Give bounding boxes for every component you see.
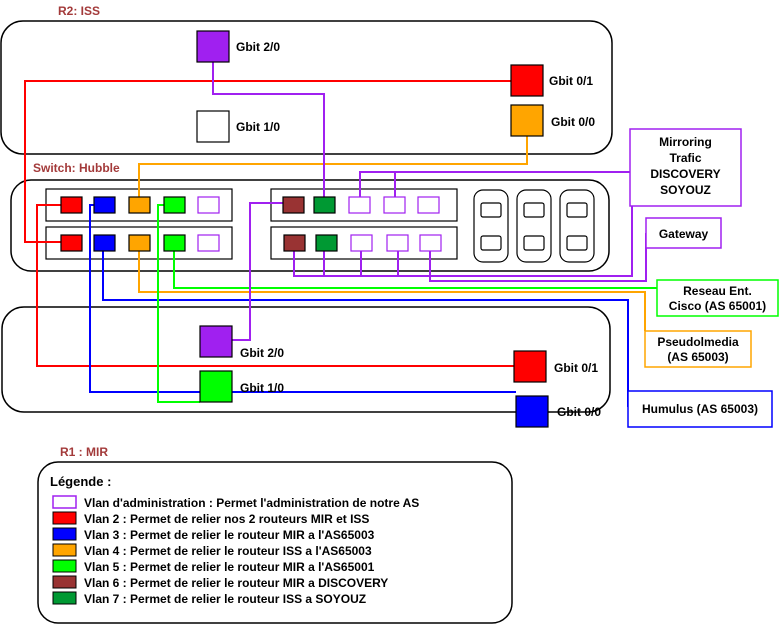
router-r2-iss <box>0 20 613 155</box>
external-mirroring: Mirroring Trafic DISCOVERY SOYOUZ <box>629 128 742 207</box>
external-humulus: Humulus (AS 65003) <box>627 390 773 428</box>
router-r1-mir <box>1 306 611 413</box>
r2-port-gbit10-label: Gbit 1/0 <box>236 120 280 134</box>
r2-port-gbit20 <box>196 30 230 63</box>
r2-port-gbit00 <box>510 104 544 137</box>
r1-port-gbit00 <box>515 395 549 428</box>
r2-port-gbit01-label: Gbit 0/1 <box>549 74 593 88</box>
switch-title: Switch: Hubble <box>33 161 120 175</box>
legend-swatch-vlan5 <box>52 559 77 573</box>
r1-port-gbit10-label: Gbit 1/0 <box>240 381 284 395</box>
r1-port-gbit00-label: Gbit 0/0 <box>557 405 601 419</box>
r2-port-gbit20-label: Gbit 2/0 <box>236 40 280 54</box>
legend-swatch-admin <box>52 495 77 509</box>
cisco-line-2: Cisco (AS 65001) <box>669 299 766 313</box>
r2-port-gbit01 <box>510 64 544 97</box>
pseudolmedia-line-2: (AS 65003) <box>667 350 728 364</box>
legend-swatch-vlan2 <box>52 511 77 525</box>
external-cisco: Reseau Ent. Cisco (AS 65001) <box>656 279 779 317</box>
legend-item-vlan2: Vlan 2 : Permet de relier nos 2 routeurs… <box>84 512 369 526</box>
mirroring-line-3: DISCOVERY <box>650 167 720 181</box>
legend: Légende : Vlan d'administration : Permet… <box>37 461 513 624</box>
legend-item-vlan4: Vlan 4 : Permet de relier le routeur ISS… <box>84 544 372 558</box>
r1-port-gbit20-label: Gbit 2/0 <box>240 346 284 360</box>
legend-item-vlan5: Vlan 5 : Permet de relier le routeur MIR… <box>84 560 375 574</box>
humulus-label: Humulus (AS 65003) <box>642 402 758 416</box>
gateway-label: Gateway <box>659 227 709 241</box>
mirroring-line-4: SOYOUZ <box>660 183 711 197</box>
legend-title: Légende : <box>50 474 111 489</box>
cables <box>24 62 657 407</box>
cisco-line-1: Reseau Ent. <box>683 284 752 298</box>
r1-port-gbit01-label: Gbit 0/1 <box>554 361 598 375</box>
external-pseudolmedia: Pseudolmedia (AS 65003) <box>644 330 752 368</box>
legend-item-vlan6: Vlan 6 : Permet de relier le routeur MIR… <box>84 576 388 590</box>
r1-port-gbit10 <box>199 370 233 403</box>
r2-port-gbit10 <box>196 110 230 143</box>
r1-port-gbit20 <box>199 325 233 358</box>
switch-ports <box>60 196 442 252</box>
mirroring-line-1: Mirroring <box>659 135 712 149</box>
legend-item-vlan7: Vlan 7 : Permet de relier le routeur ISS… <box>84 592 366 606</box>
router-r2-title: R2: ISS <box>58 4 100 18</box>
legend-swatch-vlan6 <box>52 575 77 589</box>
router-r1-title: R1 : MIR <box>60 445 108 459</box>
legend-item-admin: Vlan d'administration : Permet l'adminis… <box>84 496 419 510</box>
legend-swatch-vlan4 <box>52 543 77 557</box>
switch-uplink-modules <box>473 189 595 263</box>
legend-swatch-vlan3 <box>52 527 77 541</box>
external-gateway: Gateway <box>645 217 722 249</box>
pseudolmedia-line-1: Pseudolmedia <box>657 335 739 349</box>
mirroring-line-2: Trafic <box>669 151 701 165</box>
r2-port-gbit00-label: Gbit 0/0 <box>551 115 595 129</box>
legend-swatch-vlan7 <box>52 591 77 605</box>
r1-port-gbit01 <box>513 350 547 383</box>
legend-item-vlan3: Vlan 3 : Permet de relier le routeur MIR… <box>84 528 375 542</box>
